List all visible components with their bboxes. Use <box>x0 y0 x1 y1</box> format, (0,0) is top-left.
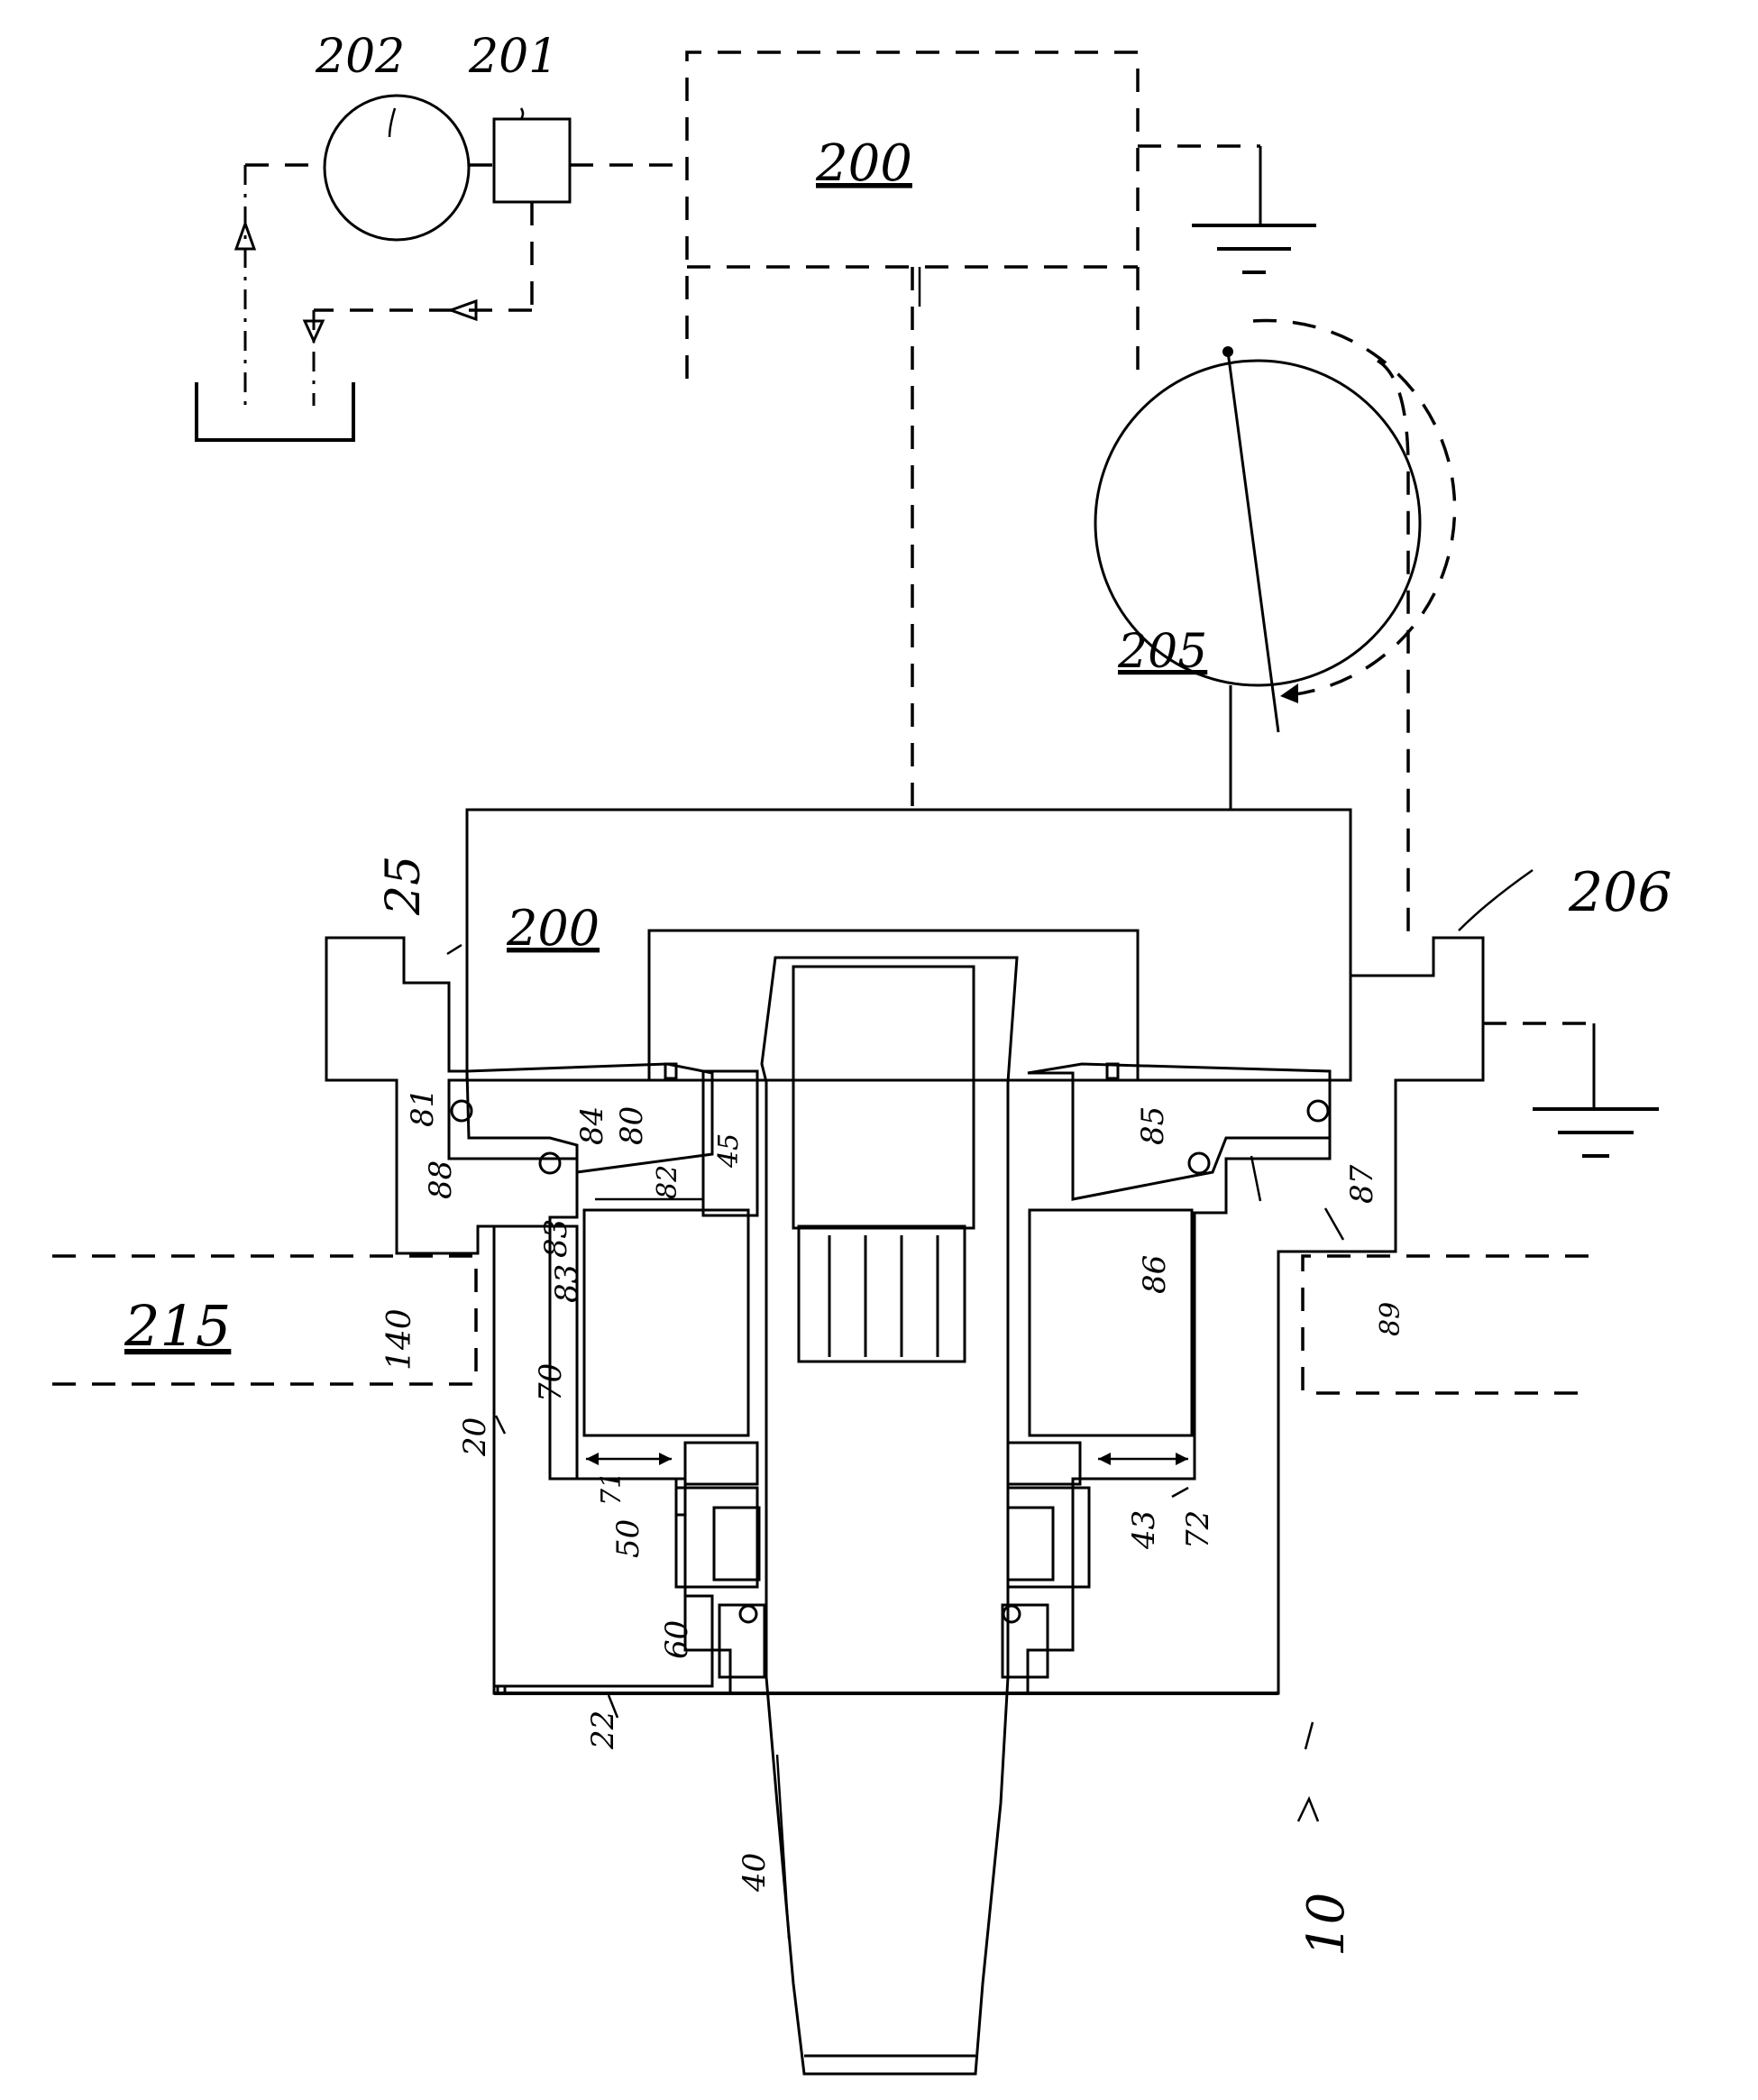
reference-labels: 202 201 200 205 206 25 200 215 140 81 88… <box>124 30 1672 1957</box>
label-60: 60 <box>659 1620 695 1659</box>
label-10: 10 <box>1297 1893 1356 1957</box>
label-71: 71 <box>596 1472 627 1506</box>
housing-body-20 <box>326 938 1483 1693</box>
mount-215 <box>52 1256 1589 1393</box>
label-215: 215 <box>124 1293 231 1359</box>
label-202: 202 <box>315 30 405 84</box>
label-86: 86 <box>1137 1255 1173 1294</box>
label-140: 140 <box>381 1308 418 1371</box>
shaft-bore <box>793 967 974 1228</box>
label-88: 88 <box>423 1160 459 1199</box>
label-89: 89 <box>1375 1302 1406 1336</box>
shaft-40 <box>703 958 1017 2074</box>
label-43: 43 <box>1126 1510 1162 1550</box>
label-205: 205 <box>1117 625 1207 679</box>
label-80: 80 <box>614 1106 650 1145</box>
gauge-needle <box>1228 352 1278 732</box>
label-72: 72 <box>1180 1510 1216 1549</box>
hydraulic-schematic <box>197 96 687 440</box>
label-83-upper: 83 <box>538 1219 574 1258</box>
label-87: 87 <box>1344 1164 1380 1204</box>
label-85: 85 <box>1135 1106 1171 1145</box>
controller-200-box <box>687 52 1316 812</box>
bearings-50-43 <box>676 1443 1089 1677</box>
friction-disc-pack-70 <box>584 1210 1192 1435</box>
ground-symbol-right <box>1483 1023 1659 1156</box>
label-84: 84 <box>574 1106 610 1145</box>
label-40: 40 <box>737 1853 773 1893</box>
label-20: 20 <box>457 1417 493 1457</box>
sensor-line-206 <box>1378 361 1408 945</box>
arrow-10 <box>1298 1799 1318 1821</box>
label-50: 50 <box>610 1519 646 1558</box>
label-70: 70 <box>533 1363 569 1402</box>
label-201: 201 <box>468 30 558 84</box>
valve-201 <box>494 119 570 202</box>
label-83-lower: 83 <box>549 1264 585 1303</box>
label-200-top: 200 <box>815 134 912 193</box>
label-45: 45 <box>713 1133 745 1169</box>
reservoir <box>197 382 353 440</box>
label-25: 25 <box>377 856 431 916</box>
label-200-mid: 200 <box>506 900 600 957</box>
label-81: 81 <box>405 1088 441 1127</box>
label-206: 206 <box>1568 861 1672 924</box>
spline <box>799 1226 965 1362</box>
gauge-scale-arc <box>1253 320 1455 696</box>
label-22: 22 <box>585 1710 621 1750</box>
pump-202 <box>325 96 469 240</box>
label-82: 82 <box>652 1165 683 1199</box>
